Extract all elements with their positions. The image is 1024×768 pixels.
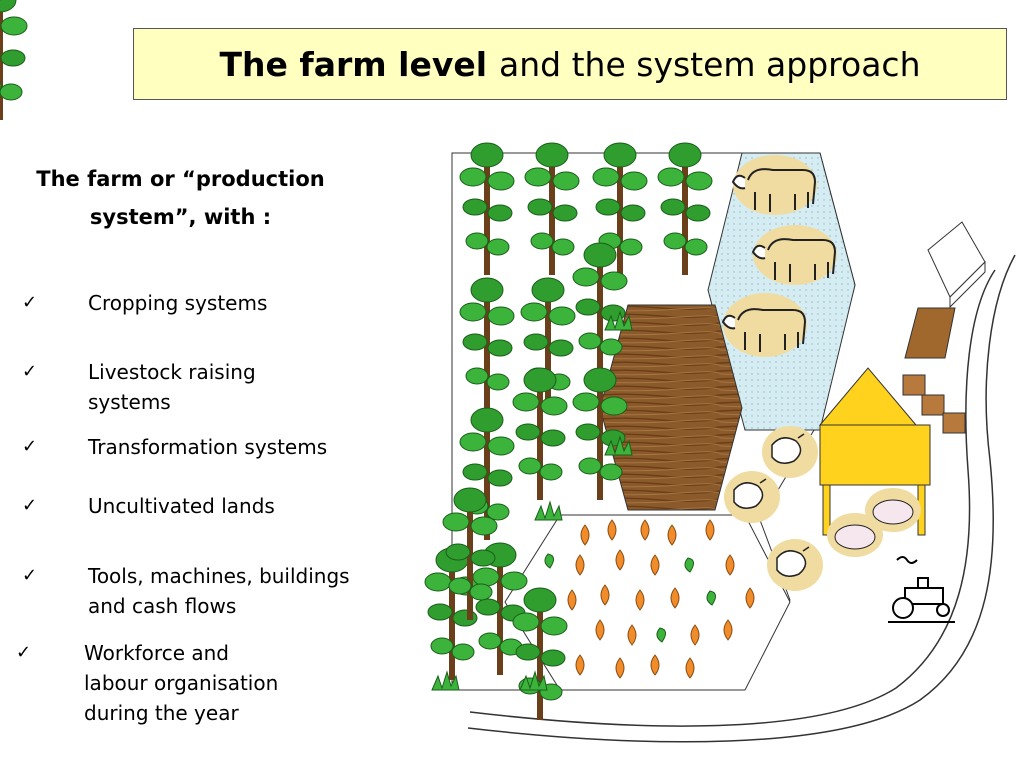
- chicken-icon: [724, 471, 780, 523]
- cow-icon: [731, 155, 817, 215]
- title-bold: The farm level: [219, 44, 488, 84]
- chicken-icon: [767, 539, 823, 591]
- check-icon: ✓: [16, 642, 32, 663]
- crate-icon: [902, 374, 966, 434]
- title-box: The farm level and the system approach: [133, 28, 1007, 100]
- list-item-text: and cash flows: [88, 594, 237, 618]
- list-item-text: Workforce and: [84, 641, 229, 665]
- cow-icon: [751, 225, 837, 285]
- check-icon: ✓: [22, 495, 38, 516]
- list-item-text: labour organisation: [84, 671, 279, 695]
- pig-icon: [865, 488, 921, 532]
- list-item-text: Tools, machines, buildings: [88, 564, 350, 588]
- check-icon: ✓: [22, 292, 38, 313]
- chicken-icon: [762, 426, 818, 478]
- pig-icon: [827, 513, 883, 557]
- list-item-text: Livestock raising: [88, 360, 256, 384]
- list-item-text: systems: [88, 390, 171, 414]
- list-item-text: Uncultivated lands: [88, 494, 275, 518]
- subtitle-line-1: The farm or “production: [36, 167, 325, 191]
- list-item-text: Cropping systems: [88, 291, 268, 315]
- list-item-text: Transformation systems: [88, 435, 328, 459]
- cow-icon: [721, 293, 807, 357]
- subtitle-line-2: system”, with :: [89, 205, 272, 229]
- shed-icon: [927, 221, 986, 309]
- grass-icon: [431, 310, 633, 691]
- title-rest: and the system approach: [499, 44, 921, 84]
- barn-icon: [818, 367, 931, 536]
- check-icon: ✓: [22, 361, 38, 382]
- check-icon: ✓: [22, 436, 38, 457]
- road-edge: [469, 269, 996, 727]
- road-edge: [467, 254, 1016, 743]
- tractor-icon: [888, 556, 955, 623]
- subtitle: The farm or “production system”, with :: [8, 160, 353, 236]
- tree-icon: [0, 0, 28, 120]
- storage-panel: [904, 307, 956, 359]
- list-item-text: during the year: [84, 701, 239, 725]
- check-icon: ✓: [22, 565, 38, 586]
